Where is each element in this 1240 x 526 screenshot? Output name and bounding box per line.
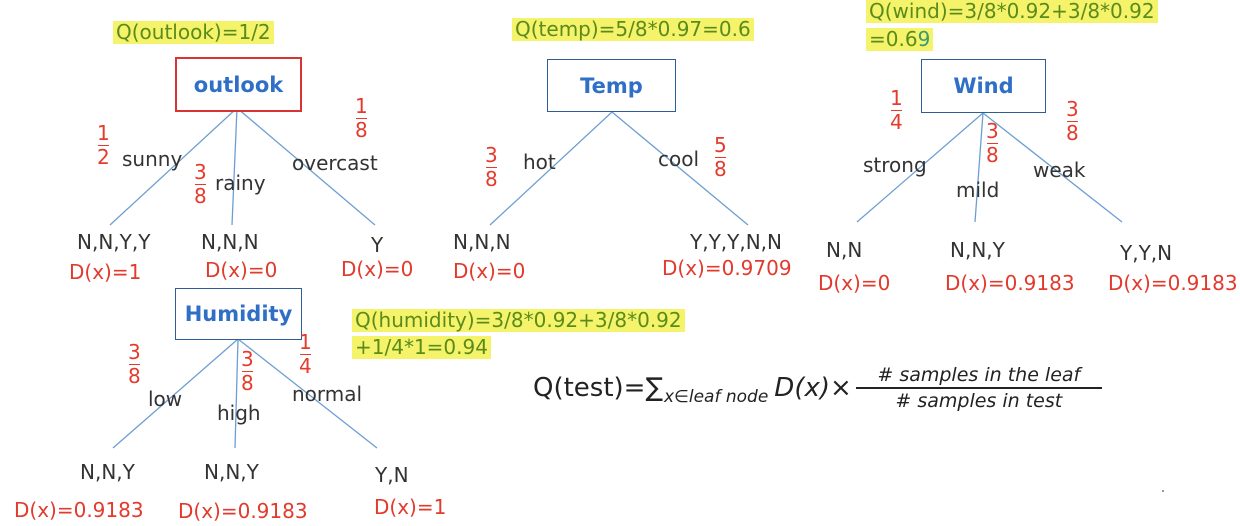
leaf-wind-weak: Y,Y,N (1120, 241, 1173, 265)
branch-label-mild: mild (956, 178, 1000, 202)
edge-wind-weak (982, 112, 1123, 223)
dx-temp-cool: D(x)=0.9709 (662, 256, 792, 280)
dx-outlook-overcast: D(x)=0 (341, 257, 414, 281)
wind-node: Wind (921, 59, 1046, 113)
edge-outlook-rainy (231, 107, 238, 226)
dx-humidity-high: D(x)=0.9183 (178, 499, 308, 523)
leaf-outlook-overcast: Y (371, 233, 384, 257)
leaf-wind-mild: N,N,Y (950, 238, 1005, 262)
q-outlook-annotation: Q(outlook)=1/2 (113, 21, 274, 44)
leaf-humidity-high: N,N,Y (204, 460, 259, 484)
outlook-node: outlook (175, 57, 302, 112)
formula-fraction-bar (855, 387, 1102, 389)
branch-label-low: low (148, 387, 183, 411)
edge-humidity-low (112, 338, 239, 449)
branch-label-overcast: overcast (292, 151, 378, 175)
q-wind-annotation-line2: =0.69 (866, 28, 934, 51)
formula-fraction: # samples in the leaf # samples in test (855, 363, 1102, 412)
branch-label-weak: weak (1033, 158, 1086, 182)
leaf-humidity-low: N,N,Y (80, 460, 135, 484)
branch-label-hot: hot (523, 150, 556, 174)
q-wind-annotation-line1: Q(wind)=3/8*0.92+3/8*0.92 (866, 0, 1158, 23)
dx-temp-hot: D(x)=0 (453, 259, 526, 283)
branch-label-cool: cool (658, 147, 700, 171)
leaf-outlook-rainy: N,N,N (201, 230, 259, 254)
formula-lhs: Q(test)= (533, 373, 646, 403)
times-symbol: × (830, 373, 852, 403)
dx-wind-mild: D(x)=0.9183 (945, 271, 1075, 295)
leaf-humidity-normal: Y,N (375, 463, 409, 487)
edge-wind-strong (856, 112, 984, 223)
branch-label-strong: strong (863, 153, 927, 177)
leaf-outlook-sunny: N,N,Y,Y (77, 230, 151, 254)
edge-temp-hot (489, 111, 613, 226)
q-temp-annotation: Q(temp)=5/8*0.97=0.6 (512, 18, 754, 41)
leaf-wind-strong: N,N (826, 238, 863, 262)
branch-label-rainy: rainy (215, 171, 266, 195)
q-humidity-annotation-line2: +1/4*1=0.94 (352, 336, 491, 359)
sum-subscript: x∈leaf node (664, 387, 769, 407)
formula-numerator: # samples in the leaf (877, 364, 1081, 387)
temp-node: Temp (547, 59, 676, 112)
branch-label-normal: normal (292, 382, 363, 406)
q-humidity-annotation-line1: Q(humidity)=3/8*0.92+3/8*0.92 (352, 309, 685, 332)
stray-dot (1162, 490, 1164, 492)
branch-label-sunny: sunny (122, 147, 183, 171)
branch-label-high: high (217, 401, 261, 425)
dx-humidity-low: D(x)=0.9183 (14, 498, 144, 522)
humidity-node: Humidity (175, 288, 302, 340)
edge-humidity-normal (237, 338, 378, 449)
dx-wind-strong: D(x)=0 (818, 271, 891, 295)
dx-outlook-rainy: D(x)=0 (205, 258, 278, 282)
edge-wind-mild (974, 112, 984, 223)
leaf-temp-hot: N,N,N (453, 230, 511, 254)
edge-humidity-high (234, 338, 239, 449)
dx-wind-weak: D(x)=0.9183 (1108, 271, 1238, 295)
sum-symbol: ∑ (645, 373, 663, 403)
formula-dx: D(x) (774, 373, 830, 403)
edge-outlook-sunny (109, 107, 238, 226)
formula-denominator: # samples in test (895, 389, 1063, 412)
leaf-temp-cool: Y,Y,Y,N,N (690, 230, 783, 254)
q-test-formula: Q(test)= ∑ x∈leaf node D(x) × # samples … (533, 356, 1102, 420)
edge-outlook-overcast (236, 107, 376, 226)
dx-humidity-normal: D(x)=1 (374, 495, 447, 519)
dx-outlook-sunny: D(x)=1 (69, 260, 142, 284)
edge-temp-cool (611, 111, 749, 226)
